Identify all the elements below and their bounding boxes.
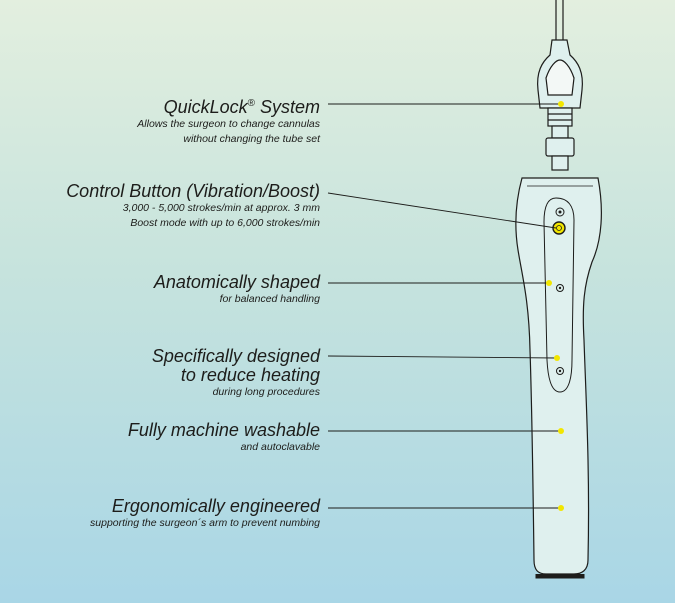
leader-lines xyxy=(327,103,560,509)
callout-subtext: Allows the surgeon to change cannulas xyxy=(137,118,320,130)
leader-line-control-button xyxy=(327,192,557,229)
marker-dots xyxy=(546,101,564,511)
callout-anatomically-shaped: Anatomically shaped for balanced handlin… xyxy=(154,273,320,307)
quicklock-connector xyxy=(537,39,583,171)
marker-dot-washable xyxy=(558,428,564,434)
callout-subtext: 3,000 - 5,000 strokes/min at approx. 3 m… xyxy=(122,202,320,214)
marker-dot-quicklock xyxy=(558,101,564,107)
tube-cable xyxy=(555,0,564,40)
leader-line-heating xyxy=(327,355,557,359)
callout-title: Specifically designed to reduce heating xyxy=(151,346,320,385)
callout-subtext: for balanced handling xyxy=(219,293,320,305)
handpiece-body xyxy=(515,177,602,579)
callout-quicklock: QuickLock® System Allows the surgeon to … xyxy=(137,94,320,147)
registered-mark: ® xyxy=(247,98,255,109)
callout-title: QuickLock® System xyxy=(163,97,320,117)
marker-dot-anatomically xyxy=(546,280,552,286)
callout-control-button: Control Button (Vibration/Boost) 3,000 -… xyxy=(66,182,320,231)
callout-subtext: Boost mode with up to 6,000 strokes/min xyxy=(130,217,320,229)
callout-title: Control Button (Vibration/Boost) xyxy=(66,181,320,201)
callout-reduce-heating: Specifically designed to reduce heating … xyxy=(152,347,320,400)
callout-machine-washable: Fully machine washable and autoclavable xyxy=(128,421,320,455)
callout-subtext: and autoclavable xyxy=(240,441,320,453)
callout-title: Ergonomically engineered xyxy=(111,496,320,516)
callout-ergonomically-engineered: Ergonomically engineered supporting the … xyxy=(90,497,320,531)
callout-subtext: during long procedures xyxy=(212,386,320,398)
callout-title: Fully machine washable xyxy=(127,420,320,440)
callout-subtext: without changing the tube set xyxy=(183,133,320,145)
marker-dot-heating xyxy=(554,355,560,361)
callout-subtext: supporting the surgeon´s arm to prevent … xyxy=(90,517,320,529)
marker-dot-ergonomic xyxy=(558,505,564,511)
callout-title: Anatomically shaped xyxy=(153,272,320,292)
